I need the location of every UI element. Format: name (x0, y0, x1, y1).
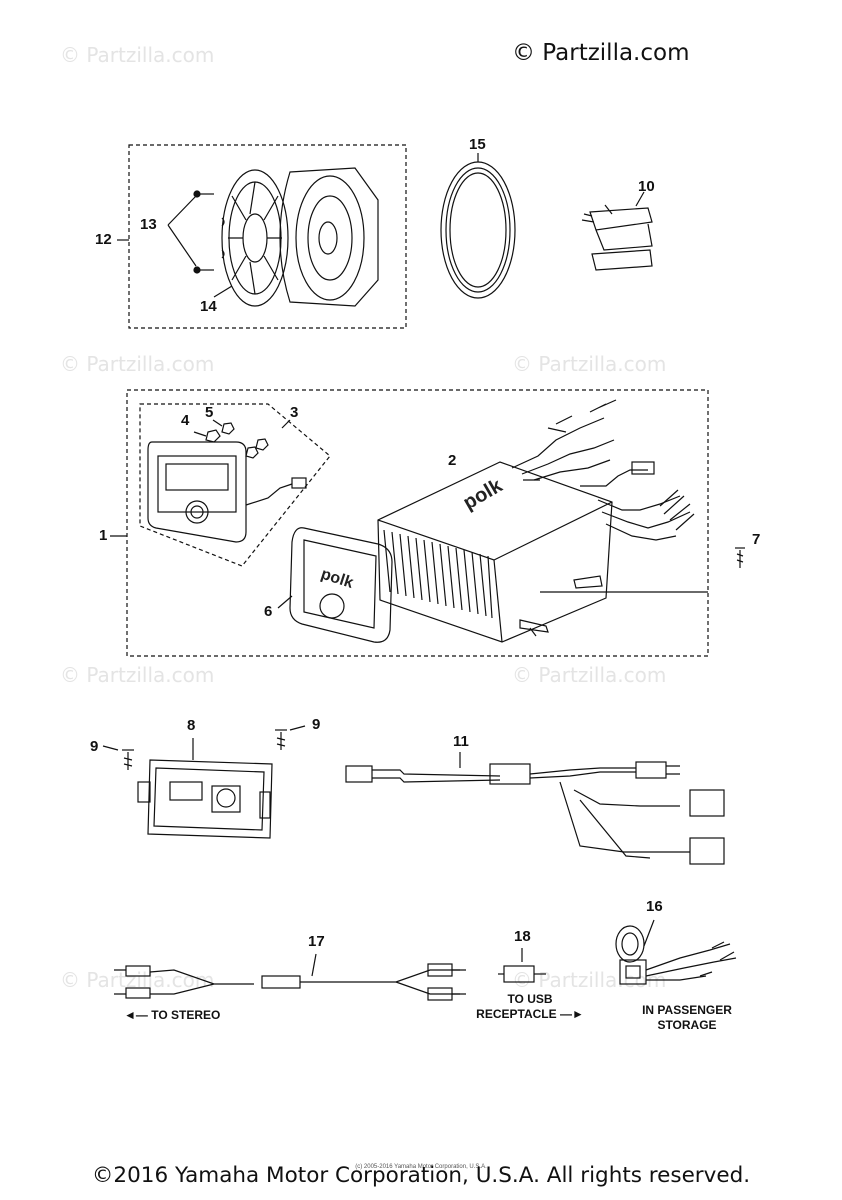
rca-cable (114, 963, 466, 1001)
leader-9a (102, 745, 119, 751)
watermark: © Partzilla.com (512, 968, 667, 992)
leader-14 (213, 285, 233, 298)
callout-7: 7 (752, 531, 761, 548)
callout-8: 8 (187, 717, 196, 734)
speaker-grille (221, 169, 289, 307)
screws-9 (122, 729, 287, 770)
callout-18: 18 (514, 928, 531, 945)
callout-9-left: 9 (90, 738, 99, 755)
callout-10: 10 (638, 178, 655, 195)
usb-adapter (498, 965, 546, 983)
label-to-usb-line1: TO USB (507, 992, 553, 1006)
head-unit-outline (139, 403, 331, 567)
callout-11: 11 (453, 733, 469, 750)
amplifier (377, 399, 695, 643)
leader-13 (167, 195, 197, 267)
speaker-kit-outline (128, 144, 407, 329)
nuts (205, 422, 269, 459)
polk-logo-amp: polk (460, 474, 507, 514)
leader-3 (281, 419, 291, 429)
callout-16: 16 (646, 898, 663, 915)
copyright-footer: ©2016 Yamaha Motor Corporation, U.S.A. A… (91, 1163, 751, 1188)
fine-print: (c) 2005-2016 Yamaha Motor Corporation, … (355, 1164, 487, 1170)
callout-14: 14 (200, 298, 217, 315)
callout-5: 5 (205, 404, 214, 421)
speaker-driver (279, 167, 379, 307)
label-to-stereo: ◄— TO STEREO (124, 1008, 221, 1022)
audio-kit-outline (126, 389, 709, 657)
watermark: © Partzilla.com (512, 663, 667, 687)
callout-1: 1 (99, 527, 108, 544)
leader-6 (277, 595, 293, 609)
head-unit (147, 441, 307, 543)
screws-13 (193, 190, 214, 274)
label-passenger-line2: STORAGE (657, 1018, 717, 1032)
callout-17: 17 (308, 933, 325, 950)
callout-9-right: 9 (312, 716, 321, 733)
usb-receptacle (615, 925, 737, 985)
leader-16 (643, 919, 655, 947)
harness-11 (345, 761, 725, 865)
watermark: © Partzilla.com (60, 43, 215, 67)
leader-5 (212, 419, 223, 427)
callout-2: 2 (448, 452, 457, 469)
leader-9b (289, 725, 306, 731)
callout-3: 3 (290, 404, 299, 421)
label-to-usb: TO USB RECEPTACLE —► (470, 992, 590, 1022)
callout-13: 13 (140, 216, 157, 233)
label-passenger-line1: IN PASSENGER (642, 1003, 732, 1017)
polk-logo-bezel: polk (319, 566, 356, 592)
callout-12: 12 (95, 231, 112, 248)
watermark: © Partzilla.com (60, 352, 215, 376)
callout-4: 4 (181, 412, 190, 429)
module-8 (137, 759, 273, 839)
watermark: © Partzilla.com (512, 352, 667, 376)
callout-6: 6 (264, 603, 273, 620)
label-to-usb-line2: RECEPTACLE —► (476, 1007, 584, 1021)
label-passenger-storage: IN PASSENGER STORAGE (622, 1003, 752, 1033)
watermark-top: © Partzilla.com (512, 40, 690, 66)
harness-10 (581, 191, 653, 271)
bezel-6 (289, 527, 393, 643)
leader-17 (311, 953, 317, 977)
callout-15: 15 (469, 136, 486, 153)
leader-4 (193, 431, 207, 437)
speaker-gasket (440, 153, 516, 299)
watermark: © Partzilla.com (60, 663, 215, 687)
screw-7 (735, 547, 745, 568)
